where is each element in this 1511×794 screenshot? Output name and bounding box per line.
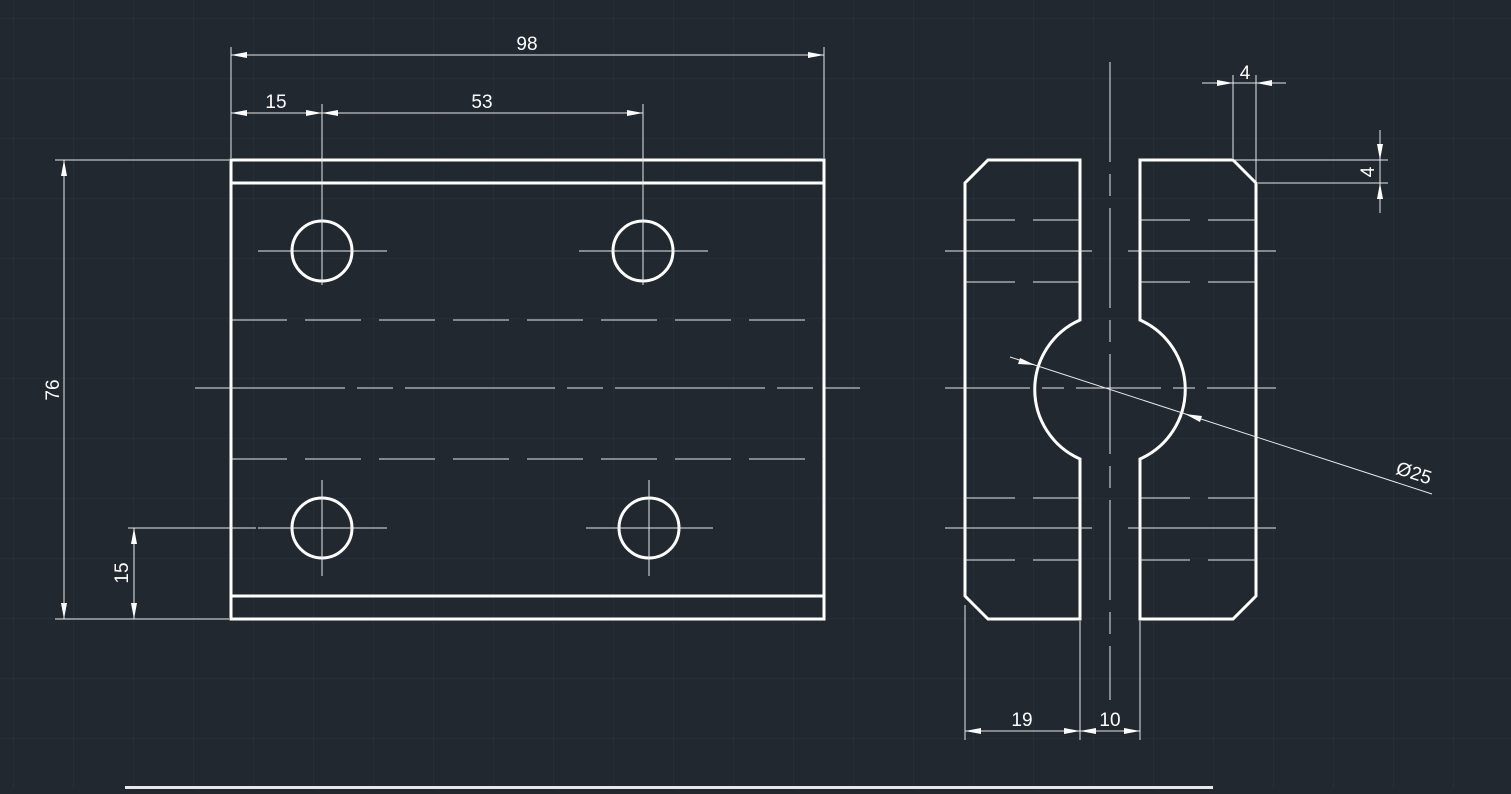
side-hidden-lines [965, 219, 1256, 561]
dimension-chamfer-vertical[interactable]: 4 [1358, 130, 1383, 213]
side-view: 19 10 4 4 Ø25 [945, 62, 1434, 740]
hole-center-marks [258, 104, 713, 576]
dimension-hole-offset-x[interactable]: 15 [231, 92, 322, 116]
right-half-profile[interactable] [1138, 158, 1258, 621]
dimension-text-19: 19 [1011, 710, 1032, 731]
dimension-text-4-horizontal: 4 [1240, 63, 1251, 84]
dimension-slot-width[interactable]: 10 [1080, 710, 1140, 734]
dimension-text-53: 53 [471, 92, 492, 113]
side-extension-lines [964, 75, 1388, 740]
dimension-text-76: 76 [43, 379, 64, 400]
side-centerlines [945, 250, 1276, 529]
front-extension-lines [55, 47, 825, 620]
front-view-outline[interactable] [229, 158, 826, 621]
dimension-text-15-x: 15 [265, 92, 286, 113]
dimension-text-10: 10 [1099, 710, 1120, 731]
dimension-hole-offset-y[interactable]: 15 [112, 528, 137, 619]
dimension-overall-height[interactable]: 76 [43, 160, 67, 619]
dimension-text-15-y: 15 [112, 562, 133, 583]
dimension-text-4-vertical: 4 [1358, 166, 1379, 177]
dimension-half-width[interactable]: 19 [965, 710, 1080, 734]
dimension-text-98: 98 [516, 34, 537, 55]
dimension-hole-spacing[interactable]: 53 [322, 92, 643, 116]
left-half-profile[interactable] [963, 158, 1082, 621]
front-view: 98 15 53 76 15 [43, 34, 860, 621]
dimension-overall-width[interactable]: 98 [231, 34, 824, 58]
command-bar-edge[interactable] [125, 786, 1213, 789]
dimension-chamfer-horizontal[interactable]: 4 [1202, 63, 1286, 86]
